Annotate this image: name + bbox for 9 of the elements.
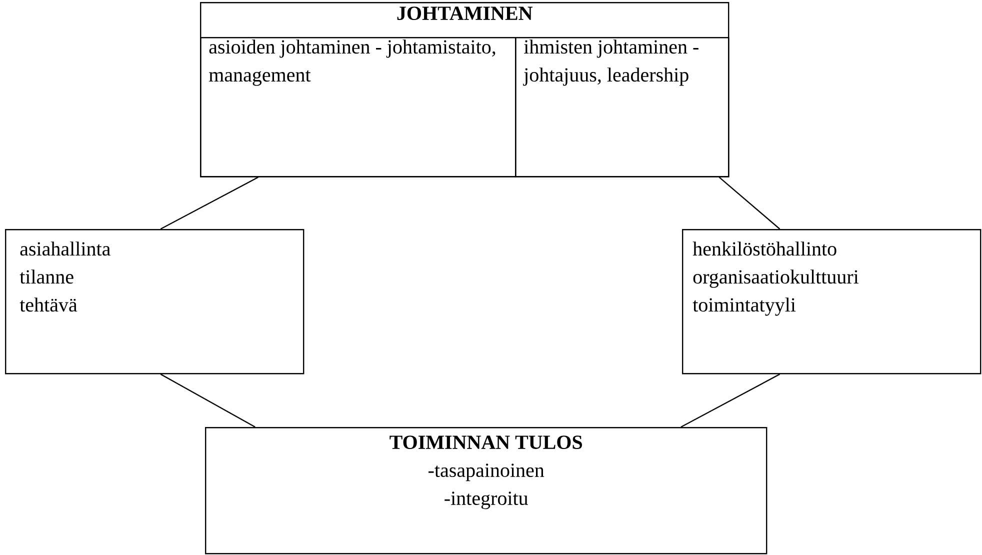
connector-line bbox=[160, 374, 256, 428]
result-box: TOIMINNAN TULOS -tasapainoinen -integroitu bbox=[205, 426, 768, 554]
connector-line bbox=[680, 374, 780, 428]
text-box: asiahallinta tilanne tehtävä bbox=[5, 229, 304, 374]
connector-line bbox=[160, 176, 258, 230]
table-cell: asioiden johtaminen - johtamistaito, management bbox=[200, 37, 516, 178]
connector-line bbox=[718, 176, 780, 230]
table-cell: ihmisten johtaminen - johtajuus, leadership bbox=[515, 37, 730, 178]
text-box: henkilöstöhallinto organisaatiokulttuuri toimintatyyli bbox=[682, 229, 982, 374]
